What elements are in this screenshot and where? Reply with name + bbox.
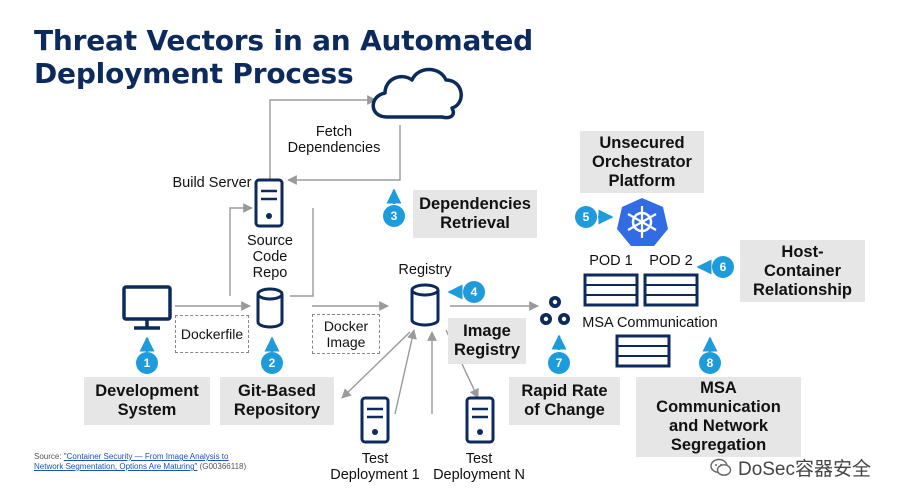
watermark-text: DoSec容器安全	[737, 459, 871, 480]
network-rack-icon	[615, 334, 671, 368]
gears-icon	[540, 296, 570, 325]
threat-rapid-rate: Rapid Rate of Change	[509, 377, 620, 425]
arrow-repo-to-build	[229, 203, 253, 296]
threat-image-registry: Image Registry	[448, 318, 526, 364]
source-prefix: Source:	[34, 452, 64, 461]
threat-unsecured-orchestrator: Unsecured Orchestrator Platform	[580, 131, 704, 193]
line-build-to-repo	[290, 208, 314, 297]
test-server-1-icon	[360, 396, 390, 444]
fetch-dependencies-label: Fetch Dependencies	[287, 124, 381, 156]
arrow-build-to-cloud	[269, 95, 377, 180]
build-server-icon	[254, 178, 284, 228]
pod-2-rack-icon	[643, 273, 699, 307]
badge-5: 5	[575, 206, 597, 228]
badge-8: 8	[699, 352, 721, 374]
source-footnote: Source: "Container Security — From Image…	[34, 452, 246, 472]
badge-7: 7	[548, 352, 570, 374]
threat-git-based-repository: Git-Based Repository	[220, 377, 334, 425]
pod-1-label: POD 1	[589, 253, 633, 269]
source-code: (G00366118)	[197, 462, 247, 471]
msa-communication-label: MSA Communication	[582, 315, 718, 331]
pod-1-rack-icon	[583, 273, 639, 307]
test-deployment-1-label: Test Deployment 1	[330, 451, 420, 483]
test-server-n-icon	[465, 396, 495, 444]
wechat-icon	[710, 458, 732, 476]
cloud-icon	[371, 67, 463, 120]
source-link[interactable]: "Container Security — From Image Analysi…	[63, 452, 229, 461]
watermark: DoSec容器安全	[710, 454, 871, 481]
source-link-line-2[interactable]: Network Segmentation, Options Are Maturi…	[34, 462, 198, 471]
arrow-registry-to-deploy1	[341, 331, 411, 399]
kubernetes-icon	[617, 198, 668, 246]
threat-pointer-arrows	[139, 188, 718, 352]
page-title: Threat Vectors in an Automated Deploymen…	[34, 24, 533, 90]
threat-dependencies-retrieval: Dependencies Retrieval	[413, 190, 537, 238]
badge-1: 1	[136, 352, 158, 374]
threat-msa-segregation: MSA Communication and Network Segregatio…	[636, 377, 801, 457]
build-server-label: Build Server	[172, 175, 252, 191]
title-line-2: Deployment Process	[34, 57, 354, 90]
source-code-repo-label: Source Code Repo	[247, 233, 293, 281]
dockerfile-box: Dockerfile	[175, 315, 249, 353]
connectors	[175, 95, 539, 415]
arrow-cloud-to-build	[287, 125, 401, 185]
badge-6: 6	[712, 256, 734, 278]
test-deployment-n-label: Test Deployment N	[433, 451, 525, 483]
docker-image-box: Docker Image	[312, 314, 380, 354]
repo-database-icon	[256, 287, 284, 329]
threat-host-container: Host- Container Relationship	[740, 240, 865, 302]
registry-label: Registry	[398, 262, 452, 278]
pod-2-label: POD 2	[649, 253, 693, 269]
arrow-deploy1-to-registry	[394, 329, 417, 415]
badge-3: 3	[383, 205, 405, 227]
threat-development-system: Development System	[84, 377, 210, 425]
title-line-1: Threat Vectors in an Automated	[34, 24, 533, 57]
registry-database-icon	[410, 283, 440, 327]
badge-4: 4	[463, 281, 485, 303]
badge-2: 2	[261, 352, 283, 374]
monitor-icon	[122, 285, 172, 330]
